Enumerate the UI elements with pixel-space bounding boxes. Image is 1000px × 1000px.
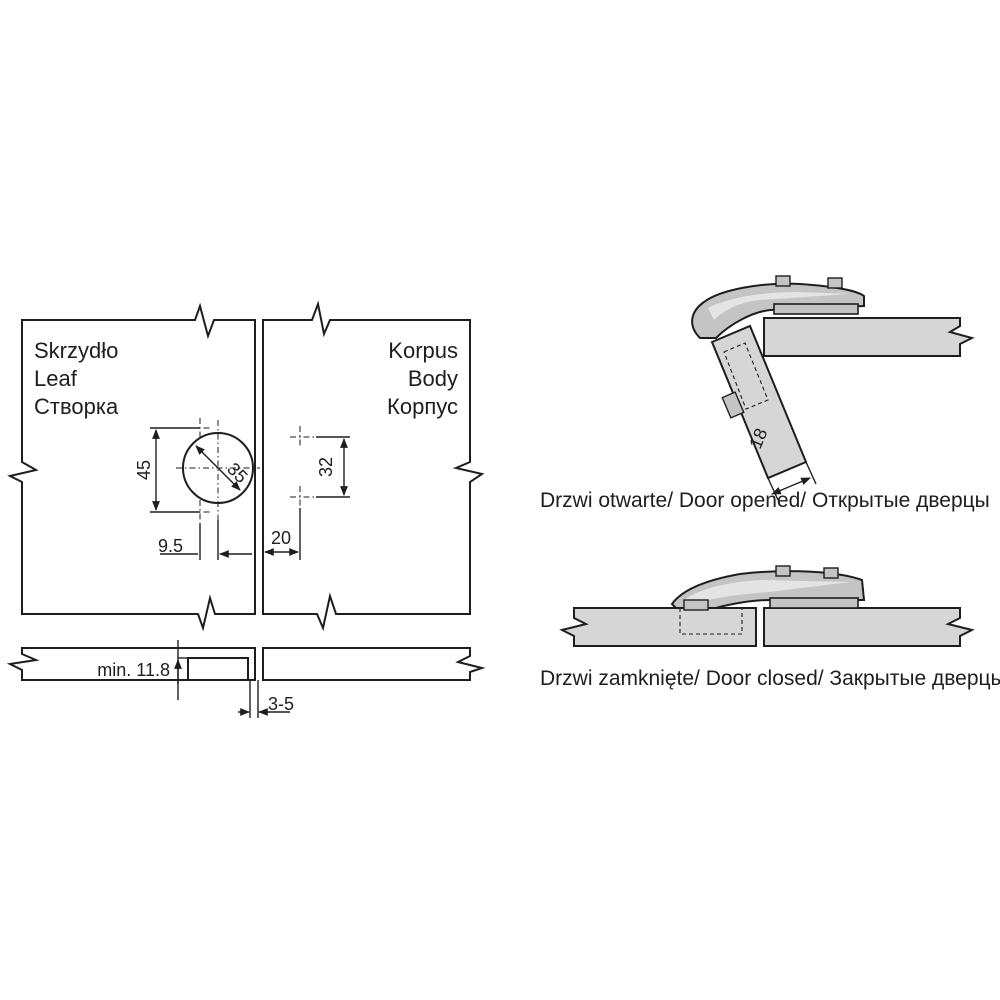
door-closed-illustration bbox=[559, 565, 975, 647]
body-panel bbox=[262, 300, 485, 632]
section-strip bbox=[6, 640, 486, 718]
leaf-label-ru: Створка bbox=[34, 394, 119, 419]
body-label-pl: Korpus bbox=[388, 338, 458, 363]
body-label-en: Body bbox=[408, 366, 458, 391]
opened-caption: Drzwi otwarte/ Door opened/ Открытые две… bbox=[540, 489, 990, 512]
dim-leaf-edge-offset: 9.5 bbox=[158, 536, 183, 556]
dim-gap: 3-5 bbox=[268, 694, 294, 714]
dim-body-edge-offset: 20 bbox=[271, 528, 291, 548]
dim-min-depth: min. 11.8 bbox=[97, 660, 170, 680]
cup-recess bbox=[187, 657, 249, 681]
dim-leaf-spacing: 45 bbox=[134, 460, 154, 480]
leaf-label-pl: Skrzydło bbox=[34, 338, 118, 363]
leaf-panel bbox=[7, 302, 260, 632]
body-label-ru: Корпус bbox=[387, 394, 458, 419]
closed-caption: Drzwi zamknięte/ Door closed/ Закрытые д… bbox=[540, 667, 1000, 690]
leaf-label-en: Leaf bbox=[34, 366, 78, 391]
dim-body-spacing: 32 bbox=[316, 457, 336, 477]
door-opened-illustration: 18 bbox=[691, 275, 975, 501]
